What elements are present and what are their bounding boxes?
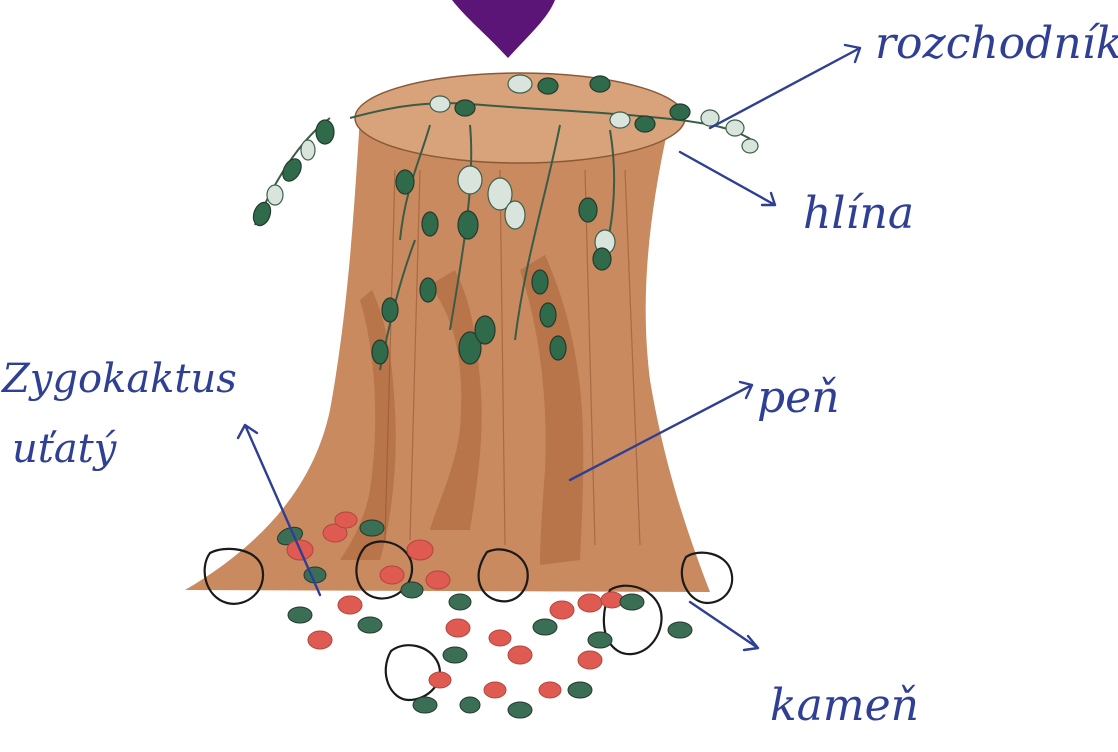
purple-shape <box>452 0 555 58</box>
tree-stump <box>185 73 710 592</box>
arrow-klina <box>680 152 775 205</box>
label-rozchodnik: rozchodník <box>875 18 1118 69</box>
label-klina: hlína <box>803 188 914 239</box>
label-zygokaktus-line2: uťatý <box>12 426 118 472</box>
label-zygokaktus-line1: Zygokaktus <box>0 356 237 402</box>
label-kamen: kameň <box>770 680 919 731</box>
arrow-kamen <box>690 602 758 650</box>
label-pen: peň <box>757 372 840 423</box>
arrow-rozchodnik <box>710 45 860 128</box>
